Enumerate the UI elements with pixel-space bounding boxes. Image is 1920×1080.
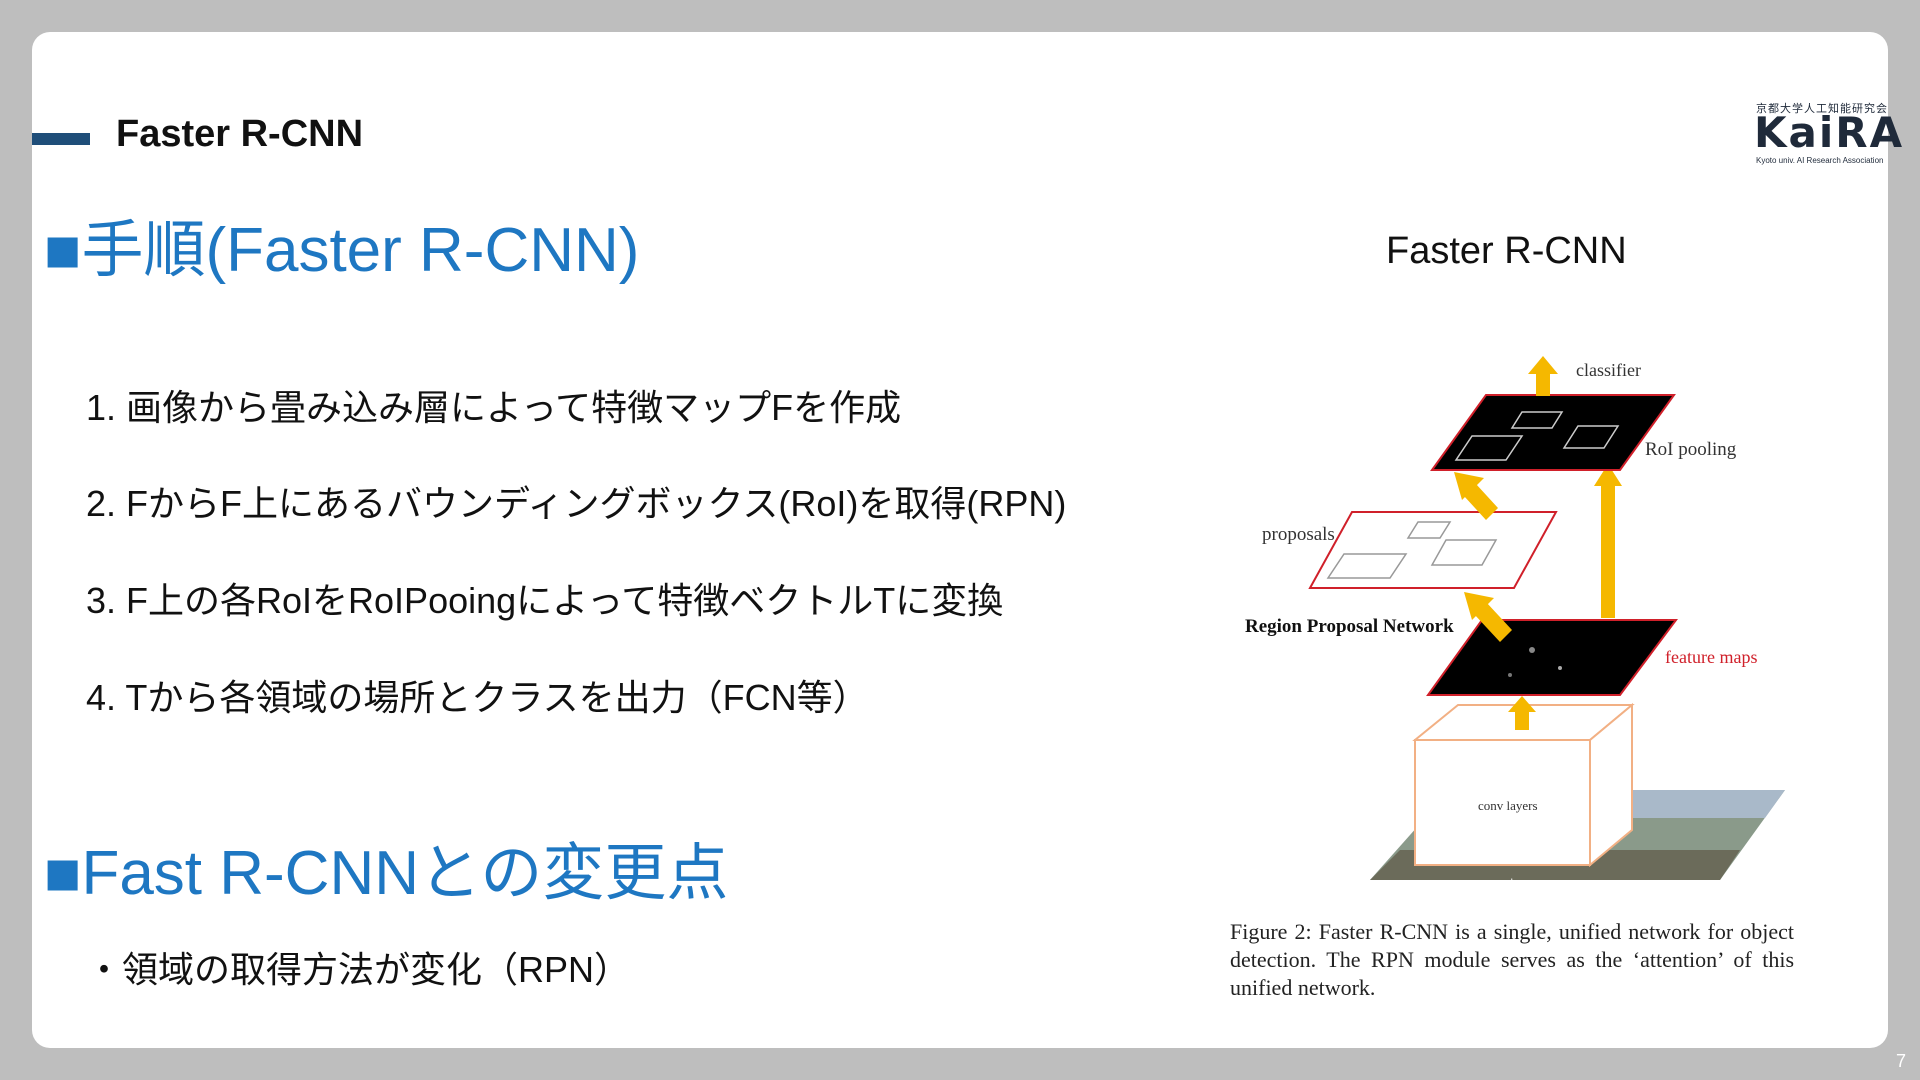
page-number: 7 [1895,1051,1906,1071]
procedure-step-3: 3. F上の各RoIをRoIPooingによって特徴ベクトルTに変換 [86,580,1004,621]
header-accent-bar [32,133,90,145]
image-label: image [1510,875,1542,890]
arrow-to-classifier: classifier [1528,356,1641,396]
faster-rcnn-diagram: image conv layers feature maps Region Pr… [1245,356,1785,890]
figure-title: Faster R-CNN [1386,230,1627,272]
conv-layers-label: conv layers [1478,798,1538,813]
procedure-step-1: 1. 画像から畳み込み層によって特徴マップFを作成 [86,387,902,428]
feature-maps-label: feature maps [1665,647,1757,667]
arrow-feature-to-roi [1594,464,1622,618]
proposals-layer: proposals [1262,511,1558,589]
header-title: Faster R-CNN [116,113,364,155]
roi-pooling-layer: RoI pooling [1430,394,1737,471]
rpn-label: Region Proposal Network [1245,616,1454,637]
arrow-proposals-to-roi [1454,472,1498,520]
figure-caption: Figure 2: Faster R-CNN is a single, unif… [1230,919,1794,1000]
proposals-label: proposals [1262,524,1335,545]
logo-jp-text: 京都大学人工知能研究会 [1756,102,1888,115]
kaira-logo: 京都大学人工知能研究会 KaiRA Kyoto univ. AI Researc… [1754,100,1902,166]
section-title-changes: ■Fast R-CNNとの変更点 [44,839,729,908]
roi-pooling-label: RoI pooling [1645,439,1737,460]
logo-sub-text: Kyoto univ. AI Research Association [1756,156,1884,165]
changes-bullet: ・領域の取得方法が変化（RPN） [86,949,631,990]
arrow-feature-to-proposals [1464,592,1512,642]
arrow-conv-to-feature [1508,696,1536,730]
procedure-step-2: 2. FからF上にあるバウンディングボックス(RoI)を取得(RPN) [86,483,1067,524]
section-title-procedure: ■手順(Faster R-CNN) [44,216,640,285]
feature-maps-layer: feature maps [1426,619,1757,696]
logo-main-text: KaiRA [1754,108,1905,157]
slide: Faster R-CNN 京都大学人工知能研究会 KaiRA Kyoto uni… [32,32,1902,1048]
conv-layers-box: conv layers [1412,702,1635,868]
procedure-step-4: 4. Tから各領域の場所とクラスを出力（FCN等） [86,677,869,718]
classifier-label: classifier [1576,360,1641,380]
